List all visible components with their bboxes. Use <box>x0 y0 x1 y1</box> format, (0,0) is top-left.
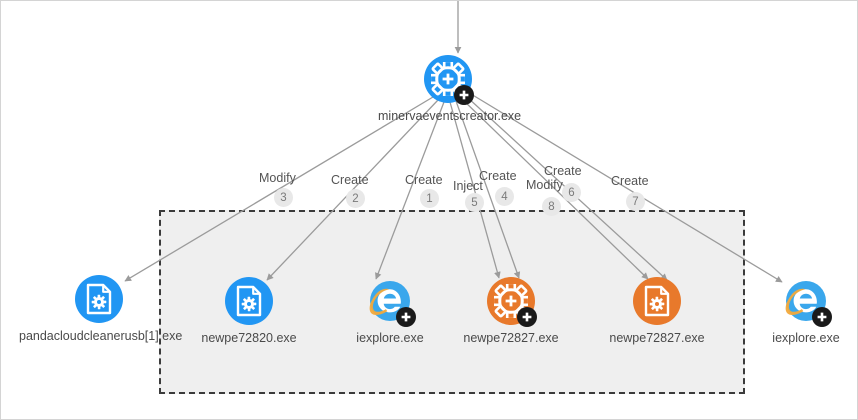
process-node-label: iexplore.exe <box>356 331 424 345</box>
edge-create-4[interactable] <box>455 100 521 279</box>
edge-action-label-5: Inject <box>453 179 483 193</box>
process-node-label: newpe72820.exe <box>201 331 297 345</box>
plus-badge-icon <box>396 307 416 327</box>
edge-action-label-8: Modify <box>526 178 563 192</box>
edge-action-label-6: Create <box>544 164 582 178</box>
edge-create-7[interactable] <box>470 93 783 283</box>
edge-create-6[interactable] <box>461 98 649 280</box>
edge-lines <box>124 1 783 283</box>
edge-action-label-3: Modify <box>259 171 296 185</box>
edge-sequence-badge-3: 3 <box>274 188 293 207</box>
edge-action-label-4: Create <box>479 169 517 183</box>
file-gear-icon <box>633 277 681 325</box>
process-node-label: newpe72827.exe <box>463 331 559 345</box>
edge-sequence-badge-8: 8 <box>542 197 561 216</box>
edge-action-label-7: Create <box>611 174 649 188</box>
edge-sequence-badge-6: 6 <box>562 183 581 202</box>
edge-sequence-badge-4: 4 <box>495 187 514 206</box>
plus-badge-icon <box>454 85 474 105</box>
edge-sequence-badge-5: 5 <box>465 193 484 212</box>
process-node-label: newpe72827.exe <box>609 331 705 345</box>
edge-sequence-badge-2: 2 <box>346 189 365 208</box>
file-gear-icon <box>75 275 123 323</box>
plus-badge-icon <box>517 307 537 327</box>
edge-action-label-2: Create <box>331 173 369 187</box>
edge-sequence-badge-7: 7 <box>626 192 645 211</box>
edge-create-1[interactable] <box>375 101 445 280</box>
process-node-label: minervaeventscreator.exe <box>378 109 522 123</box>
edge-sequence-badge-1: 1 <box>420 189 439 208</box>
file-gear-icon <box>225 277 273 325</box>
edge-inject-5[interactable] <box>449 101 501 279</box>
edge-action-label-1: Create <box>405 173 443 187</box>
process-node-label: pandacloudcleanerusb[1].exe <box>19 329 183 343</box>
process-node-label: iexplore.exe <box>772 331 840 345</box>
plus-badge-icon <box>812 307 832 327</box>
